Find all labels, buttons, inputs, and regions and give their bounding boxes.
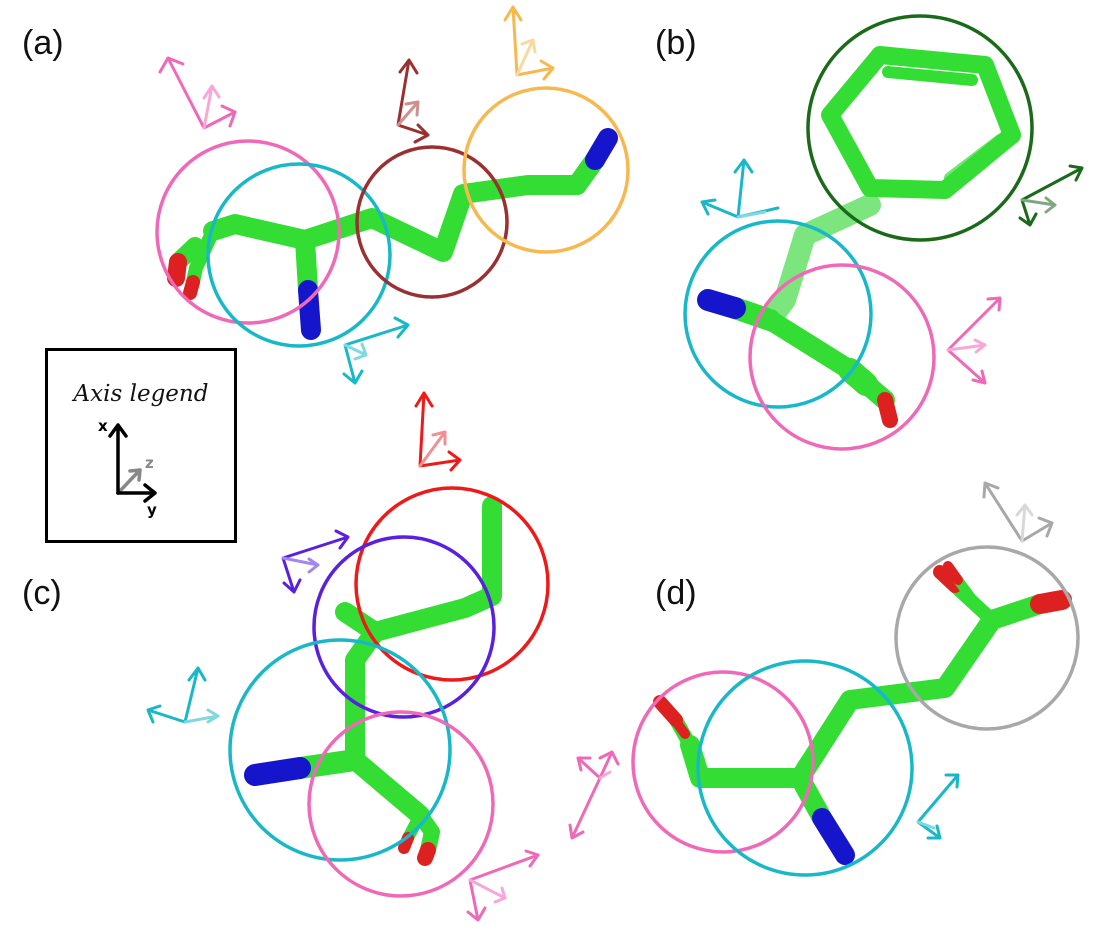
axis-legend-z-label: z <box>145 454 154 472</box>
panel-label-c: (c) <box>22 574 62 612</box>
molecule-a <box>155 5 630 385</box>
molecule-d <box>568 481 1080 877</box>
legend-axes-glyph <box>108 423 157 503</box>
axis-legend-title: Axis legend <box>73 381 209 407</box>
molecule-c <box>146 391 550 922</box>
axis-legend-y-label: y <box>147 501 157 519</box>
panel-label-b: (b) <box>655 24 697 62</box>
axis-legend-x-label: x <box>98 417 108 435</box>
panel-label-a: (a) <box>22 24 64 62</box>
molecule-b <box>683 14 1084 451</box>
axis-legend: Axis legend x z y <box>45 348 237 543</box>
panel-label-d: (d) <box>655 574 697 612</box>
